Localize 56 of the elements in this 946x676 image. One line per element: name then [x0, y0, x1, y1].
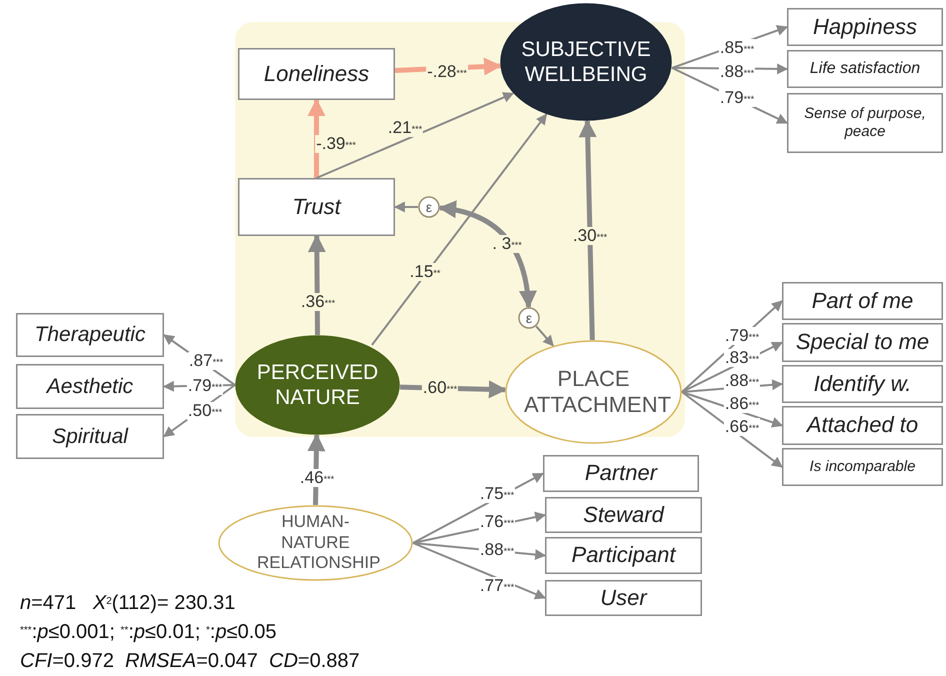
variable-box	[782, 406, 943, 445]
variable-box	[16, 313, 164, 357]
node-label: ε	[524, 310, 534, 326]
node-label: Partner	[584, 460, 659, 487]
path-arrow	[578, 119, 597, 340]
variable-box	[787, 50, 943, 88]
node-label: Participant	[570, 542, 678, 569]
variable-box	[782, 282, 943, 320]
variable-box	[782, 323, 943, 362]
variable-box	[787, 93, 943, 153]
node-label: ε	[424, 198, 434, 216]
node-label: Life satisfaction	[808, 59, 922, 79]
fit-statistics-note: CFI=0.972 RMSEA=0.047 CD=0.887	[20, 649, 360, 674]
node-label: Sense of purpose, peace	[803, 105, 927, 141]
path-arrow	[394, 202, 418, 212]
node-label: PERCEIVED NATURE	[256, 360, 380, 410]
node-label: HUMAN-NATURE RELATIONSHIP	[256, 512, 378, 574]
latent-ellipse	[235, 335, 400, 435]
node-label: Happiness	[812, 14, 918, 40]
latent-ellipse	[218, 505, 413, 581]
error-circle	[418, 196, 440, 218]
node-label: SUBJECTIVE WELLBEING	[520, 36, 652, 88]
node-label: Trust	[291, 194, 342, 220]
node-label: Is incomparable	[808, 458, 916, 476]
path-arrow	[535, 326, 554, 347]
node-label: Aesthetic	[44, 374, 134, 400]
node-label: Identify w.	[812, 370, 912, 398]
variable-box	[238, 48, 395, 100]
latent-ellipse	[505, 340, 682, 444]
path-arrow	[412, 542, 546, 600]
variable-box	[543, 455, 699, 492]
path-arrow	[438, 201, 536, 309]
node-label: Part of me	[810, 288, 914, 314]
path-arrow	[371, 114, 548, 346]
fit-statistics-note: $^{***}$:p≤0.001; $^{**}$:p≤0.01; $^{*}$:p≤0.05	[20, 620, 278, 645]
error-circle	[518, 307, 540, 329]
variable-box	[16, 414, 164, 459]
variable-box	[782, 365, 943, 403]
node-label: User	[599, 584, 648, 612]
variable-box	[545, 497, 702, 533]
variable-box	[782, 448, 943, 486]
node-label: Steward	[582, 502, 666, 528]
path-arrow	[316, 92, 514, 179]
variable-box	[238, 178, 395, 236]
fit-statistics-note: n=471 X$^{2}$(112)= 230.31	[20, 591, 236, 616]
latent-ellipse	[500, 3, 672, 121]
node-label: Attached to	[805, 412, 920, 439]
variable-box	[787, 8, 943, 46]
node-label: Loneliness	[262, 60, 370, 88]
variable-box	[545, 580, 702, 616]
node-label: Therapeutic	[34, 322, 146, 348]
node-label: Special to me	[794, 329, 930, 356]
path-arrow	[308, 98, 326, 178]
node-label: Spiritual	[51, 424, 130, 450]
variable-box	[16, 364, 164, 409]
variable-box	[545, 537, 702, 574]
